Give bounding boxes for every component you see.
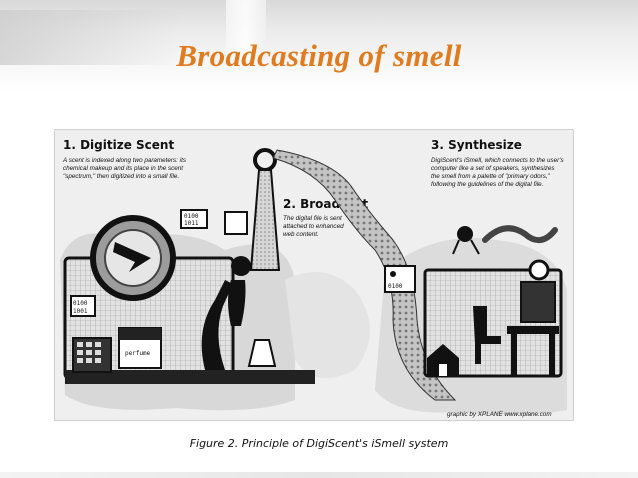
file-tag-left-label-2: 1001 bbox=[73, 308, 88, 315]
computer-monitor bbox=[520, 281, 556, 323]
broadcast-file-tag-label: 0100 bbox=[388, 283, 403, 290]
smell-plume bbox=[482, 225, 558, 243]
step2-line-1: The digital file is sent bbox=[283, 215, 342, 222]
house-icon bbox=[427, 344, 459, 376]
figure-caption: Figure 2. Principle of DigiScent's iSmel… bbox=[189, 437, 449, 450]
step3-line-3: the smell from a palette of "primary odo… bbox=[431, 173, 551, 180]
diagram-illustration: 1. Digitize Scent A scent is indexed alo… bbox=[60, 138, 567, 418]
step3-line-2: computer like a set of speakers, synthes… bbox=[431, 165, 555, 172]
signal-stream bbox=[272, 149, 457, 401]
ismell-device bbox=[528, 259, 550, 281]
broadcast-file-tag bbox=[384, 265, 416, 293]
bottom-bar bbox=[0, 472, 638, 478]
step1-heading: 1. Digitize Scent bbox=[63, 138, 174, 152]
file-tag-left bbox=[70, 295, 96, 317]
step1-base bbox=[65, 370, 315, 384]
step1-line-1: A scent is indexed along two parameters:… bbox=[62, 157, 187, 164]
graphic-credit: graphic by XPLANE www.xplane.com bbox=[447, 411, 552, 418]
step2-line-3: web content. bbox=[283, 231, 319, 238]
step2-line-2: attached to enhanced bbox=[283, 223, 344, 230]
step1-line-3: "spectrum," then digitized into a small … bbox=[63, 173, 179, 180]
office-chair bbox=[473, 306, 501, 364]
computer-desk bbox=[507, 326, 559, 334]
perfume-pad-label: perfume bbox=[125, 350, 151, 357]
slide-title: Broadcasting of smell bbox=[176, 38, 462, 73]
step3-line-1: DigiScent's iSmell, which connects to th… bbox=[431, 157, 564, 164]
top-background-band bbox=[0, 0, 638, 92]
flask bbox=[247, 339, 277, 367]
step1-line-2: chemical makeup and its place in the sce… bbox=[63, 165, 183, 172]
step3-line-4: following the guidelines of the digital … bbox=[431, 181, 543, 188]
file-tag-top bbox=[180, 209, 208, 229]
scientist-head bbox=[231, 256, 251, 276]
background-pillar bbox=[226, 0, 266, 60]
insect-figure bbox=[457, 226, 473, 242]
broadcast-tower bbox=[249, 169, 281, 271]
background-blob-mid bbox=[285, 272, 370, 378]
file-tag-top-label-2: 1011 bbox=[184, 220, 199, 227]
ismell-diagram-figure: 1. Digitize Scent A scent is indexed alo… bbox=[54, 129, 574, 421]
background-shadow bbox=[0, 10, 180, 65]
tower-antenna-ring bbox=[253, 148, 277, 172]
step3-heading: 3. Synthesize bbox=[431, 138, 522, 152]
file-tag-top-label: 0100 bbox=[184, 213, 199, 220]
microscope bbox=[201, 280, 233, 370]
file-tag-left-label: 0100 bbox=[73, 300, 88, 307]
